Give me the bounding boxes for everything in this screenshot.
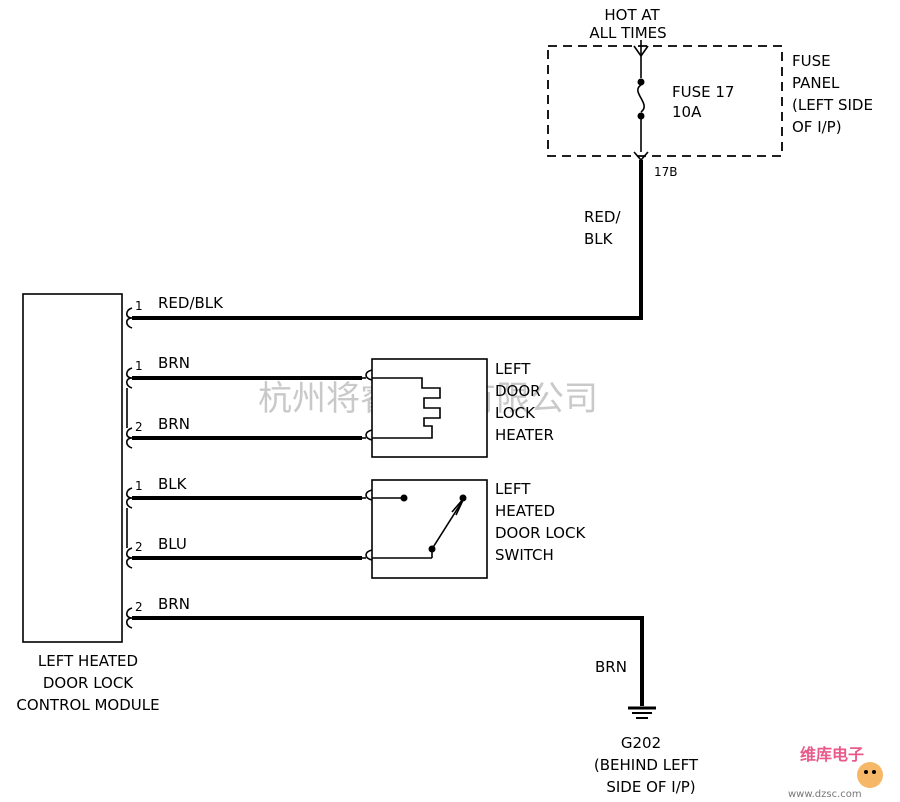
pin-number: 1 — [135, 299, 143, 313]
supply-label-line1: HOT AT — [604, 6, 660, 24]
control-module-label-line3: CONTROL MODULE — [16, 696, 159, 714]
fuse-name-label: FUSE 17 — [672, 83, 734, 101]
wire-color-label: BRN — [158, 595, 190, 613]
fuse-panel-label-line1: FUSE — [792, 52, 831, 70]
wire-color-label: BRN — [158, 415, 190, 433]
pin-number: 1 — [135, 479, 143, 493]
wire-color-label: BLK — [158, 475, 188, 493]
heater-label-line1: LEFT — [495, 360, 531, 378]
heater-element-symbol — [372, 377, 441, 439]
corner-watermark-url: www.dzsc.com — [788, 789, 862, 800]
fuse-terminal-label: 17B — [654, 165, 678, 179]
heater-label-line3: LOCK — [495, 404, 536, 422]
wire-brn-ground — [132, 616, 644, 706]
ground-location-line1: (BEHIND LEFT — [594, 756, 699, 774]
wire-color-label: RED/BLK — [158, 294, 224, 312]
wire-red-blk — [132, 160, 643, 320]
switch-label-line1: LEFT — [495, 480, 531, 498]
heater-label-line2: DOOR — [495, 382, 541, 400]
corner-watermark-logo: 维库电子 www.dzsc.com — [788, 745, 883, 800]
pin-number: 2 — [135, 420, 143, 434]
switch-box — [371, 479, 488, 579]
wire-color-label: BRN — [158, 354, 190, 372]
switch-connector — [362, 489, 373, 561]
control-module-label-line1: LEFT HEATED — [38, 652, 138, 670]
ground-wire-label: BRN — [595, 658, 627, 676]
ground-symbol-icon — [628, 706, 656, 719]
pin-number: 2 — [135, 540, 143, 554]
switch-label: LEFT HEATED DOOR LOCK SWITCH — [495, 480, 586, 564]
control-module-label-line2: DOOR LOCK — [43, 674, 134, 692]
control-module-label: LEFT HEATED DOOR LOCK CONTROL MODULE — [16, 652, 159, 714]
control-module-box — [22, 293, 123, 643]
heater-label: LEFT DOOR LOCK HEATER — [495, 360, 554, 444]
fuse-panel-label-line4: OF I/P) — [792, 118, 842, 136]
switch-label-line3: DOOR LOCK — [495, 524, 586, 542]
heater-connector — [362, 369, 373, 441]
switch-label-line4: SWITCH — [495, 546, 554, 564]
heater-label-line4: HEATER — [495, 426, 554, 444]
fuse-rating-label: 10A — [672, 103, 702, 121]
wire-color-label: BLU — [158, 535, 187, 553]
fuse-panel-label-line2: PANEL — [792, 74, 840, 92]
corner-watermark-text: 维库电子 — [800, 745, 864, 764]
wire-feed-label-line2: BLK — [584, 230, 614, 248]
switch-contact-symbol — [372, 494, 467, 559]
pin-number: 1 — [135, 359, 143, 373]
switch-label-line2: HEATED — [495, 502, 555, 520]
fuse-17-symbol — [633, 40, 649, 162]
ground-location-line2: SIDE OF I/P) — [606, 778, 695, 796]
module-connector-brackets — [125, 307, 133, 629]
supply-label-line2: ALL TIMES — [589, 24, 666, 42]
ground-name-label: G202 — [621, 734, 661, 752]
fuse-panel-box — [547, 45, 783, 157]
pin-number: 2 — [135, 600, 143, 614]
wire-feed-label-line1: RED/ — [584, 208, 621, 226]
fuse-panel-label: FUSE PANEL (LEFT SIDE OF I/P) — [792, 52, 873, 136]
fuse-panel-label-line3: (LEFT SIDE — [792, 96, 873, 114]
